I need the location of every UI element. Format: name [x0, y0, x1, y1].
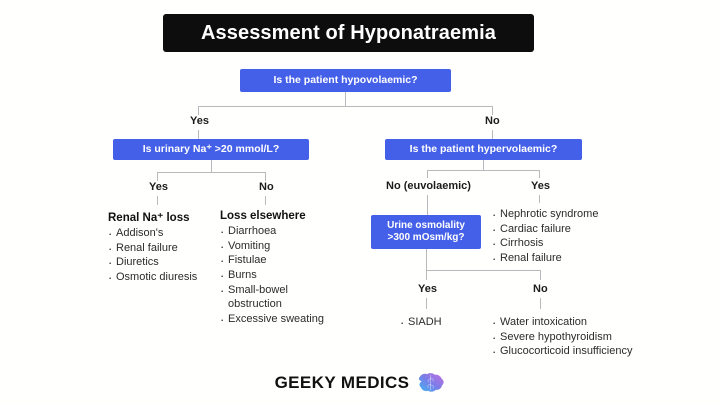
outcome-hypervolaemic-causes-list: Nephrotic syndrome Cardiac failure Cirrh… [492, 206, 662, 267]
decision-box-hypovolaemic[interactable]: Is the patient hypovolaemic? [240, 69, 451, 92]
decision-box-urinary-sodium[interactable]: Is urinary Na⁺ >20 mmol/L? [113, 139, 309, 160]
connector-root-stem [345, 92, 346, 106]
decision-box-urine-osmolality[interactable]: Urine osmolality >300 mOsm/kg? [371, 215, 481, 249]
connector-urinary-na-right-drop [265, 172, 266, 181]
outcome-renal-sodium-loss-list: Addison's Renal failure Diuretics Osmoti… [108, 225, 220, 286]
list-item: Glucocorticoid insufficiency [492, 343, 692, 360]
list-item: Cirrhosis [492, 235, 662, 252]
list-item: Fistulae [220, 252, 350, 269]
connector-to-hypervolaemic-causes [539, 195, 540, 203]
branch-label-root-yes: Yes [190, 115, 209, 127]
list-item-continuation: obstruction [228, 298, 282, 311]
connector-urinary-na-left-drop [157, 172, 158, 181]
branch-label-hypervolaemic-yes: Yes [531, 180, 550, 192]
list-item: Osmotic diuresis [108, 269, 220, 286]
branch-label-root-no: No [485, 115, 500, 127]
connector-to-urine-osmolality [427, 195, 428, 215]
connector-hypervolaemic-stem [483, 160, 484, 170]
brand-name: GEEKY MEDICS [274, 373, 410, 392]
list-item: Renal failure [108, 240, 220, 257]
list-item: Water intoxication [492, 314, 692, 331]
outcome-renal-sodium-loss: Renal Na⁺ loss Addison's Renal failure D… [108, 210, 220, 286]
footer-logo: GEEKY MEDICS [0, 372, 720, 394]
list-item: Cardiac failure [492, 221, 662, 238]
list-item: SIADH [400, 314, 480, 331]
connector-root-bus [198, 106, 493, 107]
connector-urine-osmolality-right-drop [540, 270, 541, 280]
branch-label-urinary-na-yes: Yes [149, 181, 168, 193]
list-item: Excessive sweating [220, 311, 350, 328]
connector-to-loss-elsewhere [265, 196, 266, 205]
outcome-dilution-causes: Water intoxication Severe hypothyroidism… [492, 314, 692, 360]
connector-urine-osmolality-bus [426, 270, 541, 271]
connector-to-urinary-na [198, 130, 199, 139]
decision-box-hypervolaemic[interactable]: Is the patient hypervolaemic? [385, 139, 582, 160]
connector-hypervolaemic-left-drop [427, 170, 428, 178]
outcome-loss-elsewhere-list: Diarrhoea Vomiting Fistulae Burns Small-… [220, 223, 350, 328]
outcome-siadh-list: SIADH [400, 314, 480, 331]
connector-root-left-drop [198, 106, 199, 115]
list-item: Nephrotic syndrome [492, 206, 662, 223]
list-item: Renal failure [492, 250, 662, 267]
decision-box-urine-osmolality-line1: Urine osmolality [387, 219, 465, 231]
connector-urine-osmolality-stem [426, 249, 427, 270]
decision-box-urinary-sodium-label: Is urinary Na⁺ >20 mmol/L? [142, 142, 280, 155]
brain-icon [419, 373, 445, 392]
connector-hypervolaemic-bus [427, 170, 540, 171]
decision-box-urine-osmolality-line2: >300 mOsm/kg? [387, 232, 465, 243]
decision-box-hypervolaemic-label: Is the patient hypervolaemic? [409, 142, 558, 155]
page-title: Assessment of Hyponatraemia [200, 21, 497, 44]
branch-label-hypervolaemic-no: No (euvolaemic) [386, 180, 471, 192]
connector-to-hypervolaemic [492, 130, 493, 139]
list-item: Severe hypothyroidism [492, 329, 692, 346]
connector-hypervolaemic-right-drop [539, 170, 540, 178]
list-item: Diuretics [108, 254, 220, 271]
connector-to-siadh [426, 298, 427, 309]
branch-label-urinary-na-no: No [259, 181, 274, 193]
outcome-loss-elsewhere-heading: Loss elsewhere [220, 210, 306, 222]
connector-to-renal-loss [157, 196, 158, 205]
branch-label-urine-osmolality-no: No [533, 283, 548, 295]
list-item: Vomiting [220, 238, 350, 255]
outcome-siadh: SIADH [400, 314, 480, 331]
decision-box-hypovolaemic-label: Is the patient hypovolaemic? [273, 73, 418, 86]
outcome-renal-sodium-loss-heading: Renal Na⁺ loss [108, 212, 190, 224]
connector-urinary-na-bus [157, 172, 266, 173]
connector-to-dilution-causes [540, 298, 541, 309]
outcome-dilution-causes-list: Water intoxication Severe hypothyroidism… [492, 314, 692, 360]
list-item: Addison's [108, 225, 220, 242]
outcome-hypervolaemic-causes: Nephrotic syndrome Cardiac failure Cirrh… [492, 206, 662, 267]
connector-urinary-na-stem [211, 160, 212, 172]
branch-label-urine-osmolality-yes: Yes [418, 283, 437, 295]
connector-urine-osmolality-left-drop [426, 270, 427, 280]
connector-root-right-drop [492, 106, 493, 115]
page-title-banner: Assessment of Hyponatraemia [163, 14, 534, 52]
list-item: Small-bowel [220, 282, 350, 299]
outcome-loss-elsewhere: Loss elsewhere Diarrhoea Vomiting Fistul… [220, 210, 350, 328]
list-item: Diarrhoea [220, 223, 350, 240]
list-item: Burns [220, 267, 350, 284]
